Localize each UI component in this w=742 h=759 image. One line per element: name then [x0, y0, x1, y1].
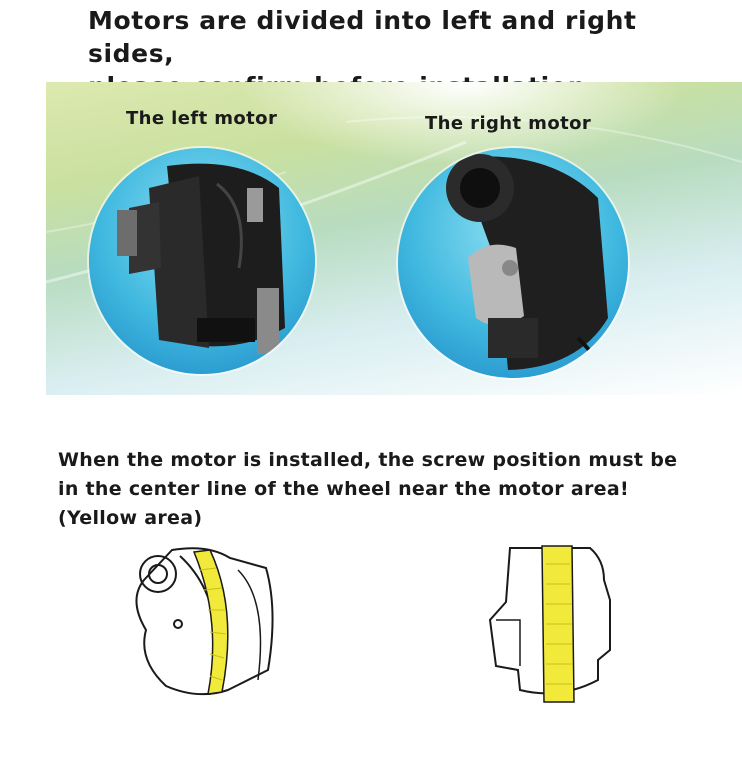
- right-motor-label: The right motor: [425, 113, 592, 134]
- installation-instruction: When the motor is installed, the screw p…: [58, 446, 738, 533]
- left-motor-diagram: [135, 547, 274, 696]
- left-motor-photo: [89, 148, 315, 374]
- instruction-line-1: When the motor is installed, the screw p…: [58, 449, 678, 471]
- instruction-line-2: in the center line of the wheel near the…: [58, 478, 629, 500]
- right-motor-photo: [398, 148, 628, 378]
- left-motor-label: The left motor: [126, 108, 278, 129]
- title-line-1: Motors are divided into left and right s…: [88, 6, 637, 68]
- instruction-line-3: (Yellow area): [58, 507, 203, 529]
- right-motor-diagram: [488, 545, 611, 703]
